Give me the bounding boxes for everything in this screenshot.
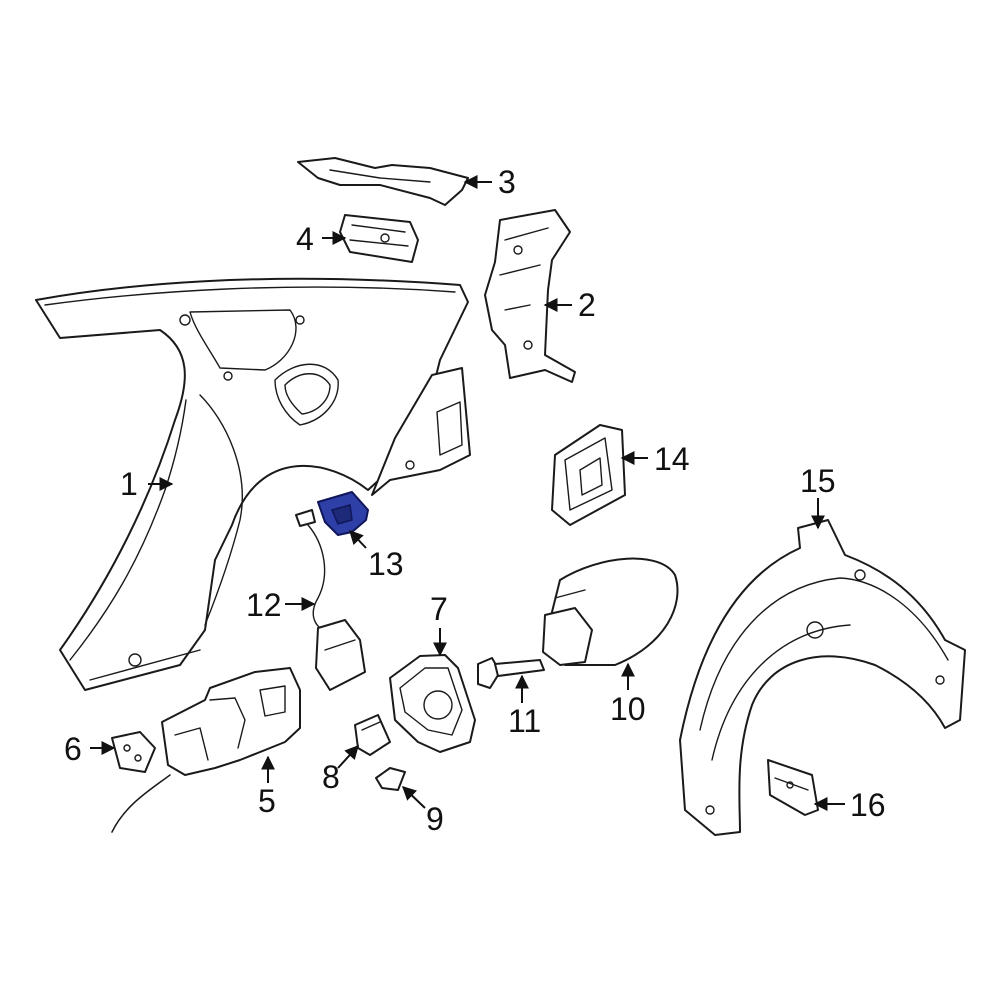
- part-8-bumper[interactable]: [354, 714, 391, 756]
- callout-9: 9: [426, 801, 444, 837]
- part-13-bracket-highlighted[interactable]: [317, 491, 369, 536]
- part-4-reinforcement[interactable]: [339, 214, 419, 263]
- callout-15: 15: [800, 463, 836, 499]
- part-11-bolt[interactable]: [477, 657, 545, 689]
- callout-11: 11: [508, 703, 541, 739]
- part-10-fuel-door[interactable]: [542, 557, 679, 666]
- callout-10: 10: [610, 691, 646, 727]
- callout-8: 8: [322, 759, 340, 795]
- callout-14: 14: [654, 441, 690, 477]
- part-6-clip[interactable]: [111, 731, 156, 773]
- part-5-filler-housing[interactable]: [111, 667, 301, 833]
- callout-labels: 1 2 3 4 5 6 7 8 9 10 11 12 13 14 15 16: [64, 164, 886, 837]
- part-16-shield[interactable]: [767, 759, 819, 816]
- part-2-bracket[interactable]: [484, 209, 576, 383]
- part-12-harness[interactable]: [295, 509, 366, 691]
- callout-4: 4: [296, 221, 314, 257]
- callout-6: 6: [64, 731, 82, 767]
- callout-leaders: [90, 175, 845, 811]
- callout-1: 1: [120, 466, 138, 502]
- callout-3: 3: [498, 164, 516, 200]
- callout-13: 13: [368, 546, 404, 582]
- callout-12: 12: [246, 587, 282, 623]
- part-14-housing[interactable]: [551, 424, 626, 526]
- callout-2: 2: [578, 287, 596, 323]
- part-7-filler-bezel[interactable]: [389, 654, 476, 753]
- part-1-quarter-panel[interactable]: [35, 277, 471, 691]
- part-9-grommet[interactable]: [375, 767, 406, 791]
- callout-16: 16: [850, 787, 886, 823]
- callout-7: 7: [430, 591, 448, 627]
- part-15-wheel-liner[interactable]: [679, 519, 966, 836]
- callout-5: 5: [258, 783, 276, 819]
- part-3-rail[interactable]: [297, 157, 469, 206]
